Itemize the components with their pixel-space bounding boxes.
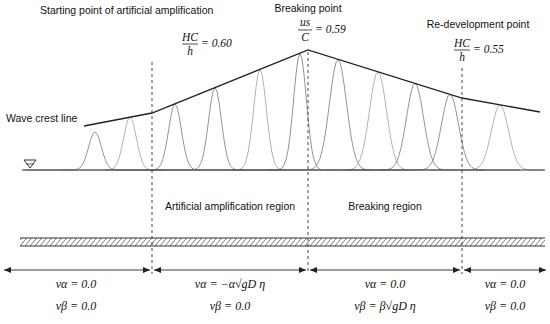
wave-profile <box>190 69 330 170</box>
fraction-numerator: HC <box>182 31 198 44</box>
equation: να = 0.0 <box>56 278 97 292</box>
still-water-line <box>22 170 545 171</box>
section-lines <box>152 52 462 274</box>
point-label: Starting point of artificial amplificati… <box>40 4 213 16</box>
fraction-denominator: h <box>459 51 465 64</box>
wave-profile <box>60 117 200 170</box>
wave-profile <box>230 53 370 170</box>
wave-profile <box>345 83 485 170</box>
equation: νβ = 0.0 <box>56 300 96 314</box>
fraction-numerator: us <box>300 16 310 29</box>
fraction-value: = 0.55 <box>473 43 504 56</box>
fraction-value: = 0.60 <box>201 37 232 50</box>
point-label: Re-development point <box>427 18 530 30</box>
equation: να = 0.0 <box>485 278 526 292</box>
sea-bed <box>20 238 545 246</box>
equation: να = 0.0 <box>365 278 406 292</box>
fraction-denominator: C <box>301 31 309 44</box>
water-level-symbol <box>24 160 36 168</box>
fraction-denominator: h <box>187 45 193 58</box>
region-label: Breaking region <box>348 200 422 212</box>
equation: νβ = 0.0 <box>210 300 250 314</box>
fraction-numerator: HC <box>454 37 470 50</box>
region-label: Artificial amplification region <box>165 200 295 212</box>
wave-profile <box>430 105 544 170</box>
equation: να = −α√gD η <box>195 278 265 292</box>
wave-profile <box>145 88 285 170</box>
fraction-value: = 0.59 <box>315 23 346 36</box>
equation: νβ = 0.0 <box>485 300 525 314</box>
equation: νβ = β√gD η <box>354 300 416 314</box>
point-label: Breaking point <box>274 2 341 14</box>
line-label: Wave crest line <box>6 112 77 124</box>
region-arrows <box>4 270 546 271</box>
